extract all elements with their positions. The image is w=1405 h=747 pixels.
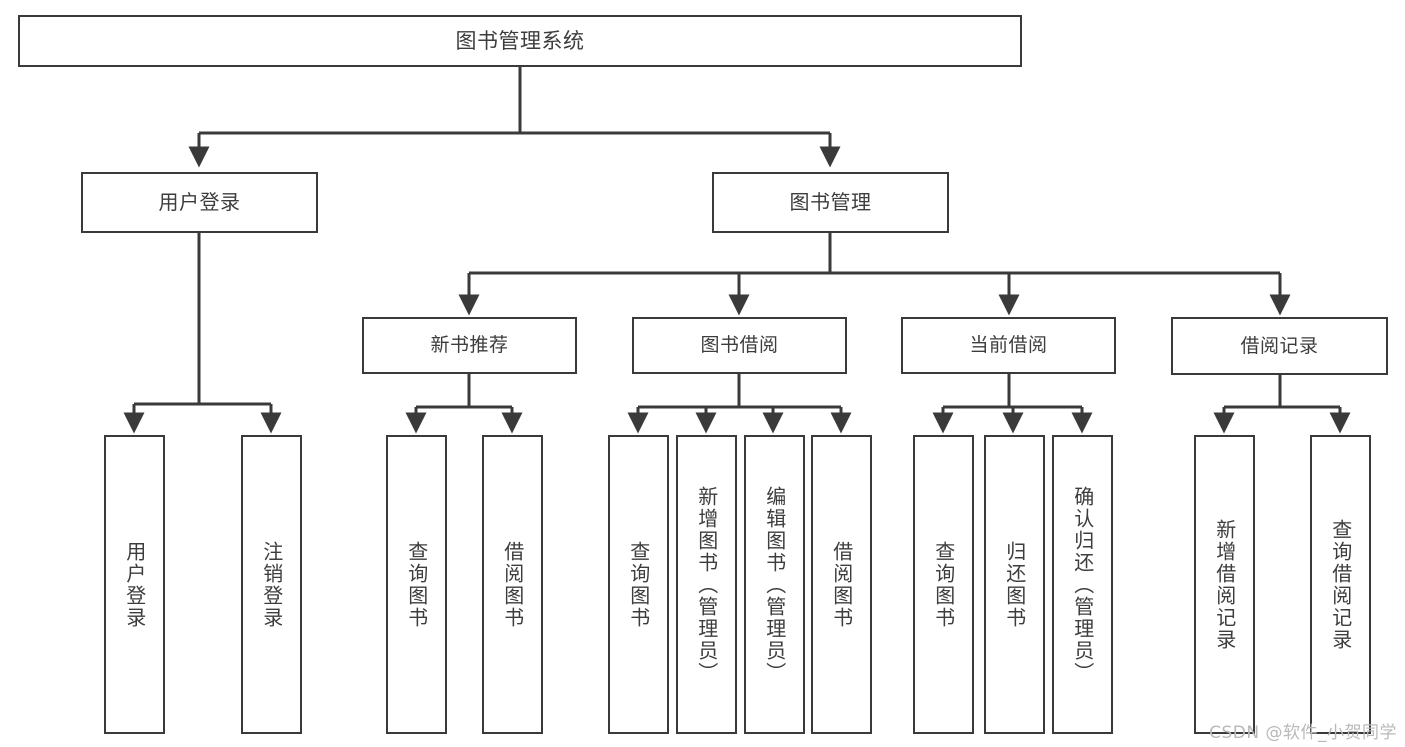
leaf-new-book-query[interactable]: 查询图书 <box>386 435 447 734</box>
leaf-borrow-edit-book-admin-label: 编辑图书（管理员） <box>762 485 787 684</box>
leaf-current-confirm-return-admin[interactable]: 确认归还（管理员） <box>1052 435 1113 734</box>
leaf-new-book-query-label: 查询图书 <box>404 540 429 629</box>
leaf-current-query-book[interactable]: 查询图书 <box>913 435 974 734</box>
leaf-record-query[interactable]: 查询借阅记录 <box>1310 435 1371 734</box>
node-book-borrow-label: 图书借阅 <box>700 334 779 357</box>
leaf-user-login-signout[interactable]: 注销登录 <box>241 435 302 734</box>
leaf-current-return-book[interactable]: 归还图书 <box>984 435 1045 734</box>
leaf-borrow-edit-book-admin[interactable]: 编辑图书（管理员） <box>744 435 805 734</box>
leaf-new-book-borrow-label: 借阅图书 <box>500 540 525 629</box>
leaf-borrow-query-book[interactable]: 查询图书 <box>608 435 669 734</box>
leaf-borrow-query-book-label: 查询图书 <box>626 540 651 629</box>
leaf-borrow-borrow-book-label: 借阅图书 <box>829 540 854 629</box>
node-user-login-label: 用户登录 <box>158 189 241 214</box>
leaf-user-login-signin-label: 用户登录 <box>122 540 147 629</box>
leaf-current-query-book-label: 查询图书 <box>931 540 956 629</box>
leaf-record-add-label: 新增借阅记录 <box>1212 518 1237 651</box>
node-user-login[interactable]: 用户登录 <box>81 172 318 233</box>
node-current-borrow-label: 当前借阅 <box>969 334 1048 357</box>
leaf-new-book-borrow[interactable]: 借阅图书 <box>482 435 543 734</box>
leaf-current-confirm-return-admin-label: 确认归还（管理员） <box>1070 485 1095 684</box>
leaf-user-login-signout-label: 注销登录 <box>259 540 284 629</box>
node-root-system[interactable]: 图书管理系统 <box>18 15 1022 67</box>
csdn-watermark: CSDN @软件_小贺同学 <box>1209 723 1397 743</box>
node-root-system-label: 图书管理系统 <box>455 28 585 53</box>
leaf-borrow-add-book-admin[interactable]: 新增图书（管理员） <box>676 435 737 734</box>
leaf-record-add[interactable]: 新增借阅记录 <box>1194 435 1255 734</box>
node-book-management[interactable]: 图书管理 <box>712 172 949 233</box>
node-book-management-label: 图书管理 <box>789 189 872 214</box>
node-current-borrow[interactable]: 当前借阅 <box>901 317 1116 374</box>
node-borrow-record[interactable]: 借阅记录 <box>1171 317 1388 375</box>
node-book-borrow[interactable]: 图书借阅 <box>632 317 847 374</box>
node-new-book-recommend-label: 新书推荐 <box>430 334 509 357</box>
leaf-record-query-label: 查询借阅记录 <box>1328 518 1353 651</box>
leaf-user-login-signin[interactable]: 用户登录 <box>104 435 165 734</box>
node-new-book-recommend[interactable]: 新书推荐 <box>362 317 577 374</box>
leaf-borrow-add-book-admin-label: 新增图书（管理员） <box>694 485 719 684</box>
leaf-borrow-borrow-book[interactable]: 借阅图书 <box>811 435 872 734</box>
leaf-current-return-book-label: 归还图书 <box>1002 540 1027 629</box>
node-borrow-record-label: 借阅记录 <box>1240 334 1319 357</box>
